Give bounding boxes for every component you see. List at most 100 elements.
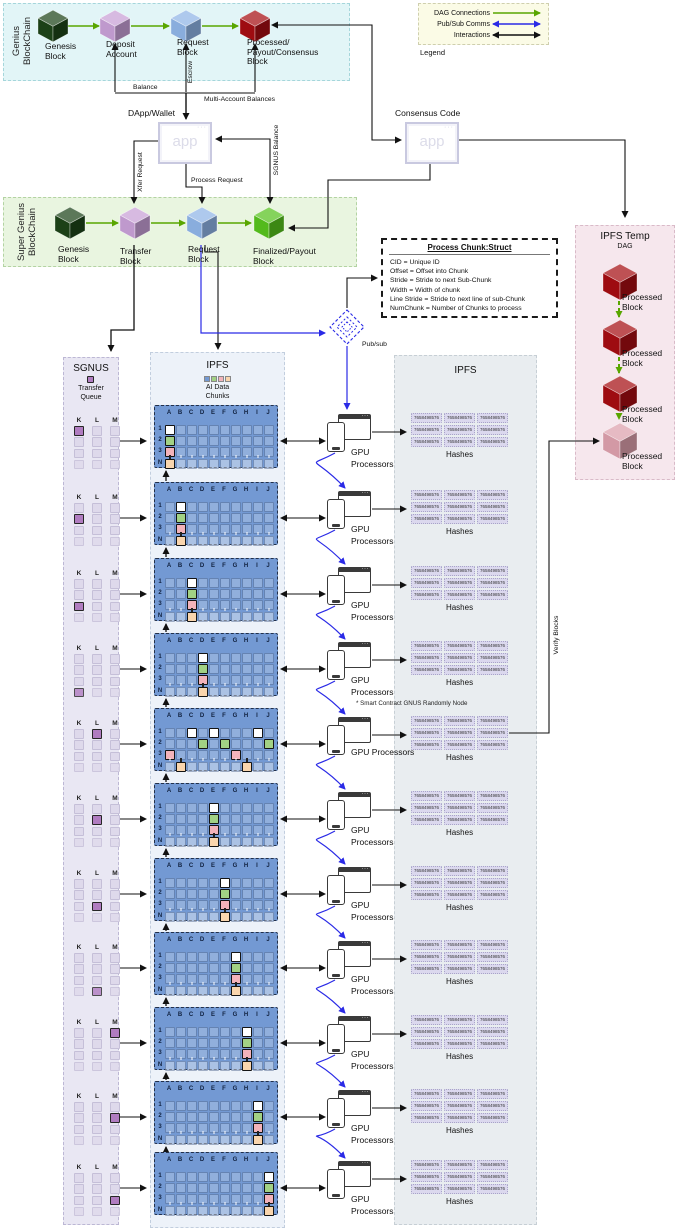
chunk-cell-active (242, 1027, 252, 1037)
hash-box: 7658498576 (411, 566, 442, 576)
chunk-cell (220, 502, 230, 512)
grid-row-label: 2 (158, 740, 162, 746)
grid-col-header: I (256, 1157, 258, 1163)
queue-slot (110, 654, 120, 664)
chunk-cell (209, 436, 219, 446)
chunk-cell (220, 425, 230, 435)
grid-col-header: C (188, 1086, 194, 1092)
chunk-cell (242, 425, 252, 435)
queue-slot-active (92, 815, 102, 825)
super-block-label: Request Block (188, 244, 220, 264)
grid-col-header: F (222, 638, 226, 644)
chunk-cell (176, 912, 186, 922)
chunk-cell-active (187, 578, 197, 588)
grid-col-header: G (232, 563, 238, 569)
legend-item-dag: DAG Connections (433, 10, 490, 17)
gpu-phone-icon (327, 800, 345, 830)
chunk-cell (231, 814, 241, 824)
queue-column-header: L (95, 645, 99, 652)
chunk-cell (165, 912, 175, 922)
chunk-cell (220, 1038, 230, 1048)
chunk-cell (231, 1206, 241, 1216)
hashes-caption: Hashes (445, 828, 474, 837)
grid-ellipsis-tick (268, 455, 270, 458)
grid-ellipsis-tick (180, 908, 182, 911)
hash-box: 7658498576 (411, 740, 442, 750)
queue-slot (92, 1206, 102, 1217)
chunk-cell (209, 536, 219, 546)
queue-slot (92, 514, 102, 524)
queue-slot (92, 1028, 102, 1038)
hashes-caption: Hashes (445, 603, 474, 612)
chunk-cell (165, 1206, 175, 1216)
queue-slot (92, 601, 102, 612)
ipfs-hashes-title: IPFS (454, 365, 477, 376)
grid-col-header: J (266, 937, 270, 943)
grid-row-label: 2 (158, 1039, 162, 1045)
chunk-cell (242, 952, 252, 962)
grid-ellipsis-tick (257, 982, 259, 985)
grid-row-label: N (157, 1062, 163, 1068)
grid-col-header: C (188, 788, 194, 794)
grid-ellipsis-tick (169, 1131, 171, 1134)
grid-row-label: 2 (158, 1184, 162, 1190)
chunk-cell (165, 889, 175, 899)
gpu-processors-label: GPU Processors (351, 600, 394, 622)
grid-col-header: C (188, 563, 194, 569)
queue-slot-active (92, 986, 102, 997)
gpu-processors-label: GPU Processors (351, 900, 394, 922)
grid-ellipsis-tick (235, 1202, 237, 1205)
gpu-phone-icon (327, 875, 345, 905)
gpu-phone-icon (327, 949, 345, 979)
queue-column-header: K (76, 645, 82, 652)
chunk-cell-active (209, 803, 219, 813)
queue-slot (92, 437, 102, 447)
chunk-cell (264, 878, 274, 888)
queue-slot (74, 901, 84, 912)
queue-column-header: L (95, 870, 99, 877)
chunk-cell (231, 728, 241, 738)
grid-col-header: J (266, 713, 270, 719)
grid-col-header: J (266, 1012, 270, 1018)
hash-box: 7658498576 (444, 728, 475, 738)
chunk-cell (231, 502, 241, 512)
queue-column-header: M (112, 494, 118, 501)
chunk-cell (253, 436, 263, 446)
verify-blocks-label: Verify Blocks (553, 615, 560, 655)
queue-column-header: L (95, 795, 99, 802)
hash-box: 7658498576 (477, 665, 508, 675)
grid-row-label: 1 (158, 503, 162, 509)
queue-slot (92, 1061, 102, 1072)
ipfs-chunks-title: IPFS (206, 360, 229, 371)
grid-ellipsis-tick (268, 683, 270, 686)
hash-box: 7658498576 (444, 578, 475, 588)
queue-slot (110, 975, 120, 986)
chunk-cell (187, 513, 197, 523)
queue-slot (110, 1184, 120, 1194)
hashes-caption: Hashes (445, 527, 474, 536)
queue-slot (110, 826, 120, 837)
grid-ellipsis-tick (268, 1131, 270, 1134)
chunk-cell (187, 1112, 197, 1122)
queue-slot (92, 804, 102, 814)
chunk-cell (253, 612, 263, 622)
hash-box: 7658498576 (477, 1027, 508, 1037)
grid-ellipsis-tick (180, 1057, 182, 1060)
grid-ellipsis-tick (213, 455, 215, 458)
chunk-cell (198, 1101, 208, 1111)
chunk-cell (198, 459, 208, 469)
hash-box: 7658498576 (444, 1015, 475, 1025)
grid-ellipsis-tick (246, 1057, 248, 1061)
window-dots-icon: ··· (444, 124, 454, 131)
chunk-cell (176, 589, 186, 599)
chunk-cell-active (176, 502, 186, 512)
chunk-cell (176, 459, 186, 469)
queue-slot-active (74, 601, 84, 612)
chunk-cell (209, 912, 219, 922)
chunk-cell (198, 436, 208, 446)
grid-ellipsis-tick (191, 908, 193, 911)
chunk-cell-active (242, 1038, 252, 1048)
